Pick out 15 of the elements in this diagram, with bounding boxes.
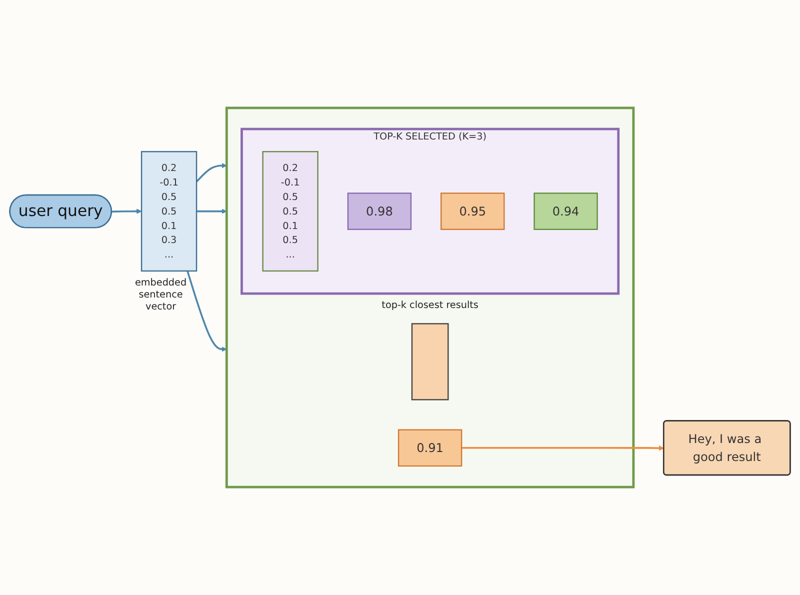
node-box: 0.94 xyxy=(534,192,598,230)
caption-text: top-k closest results xyxy=(382,300,478,312)
arrow xyxy=(196,208,227,214)
arrow xyxy=(186,270,227,352)
arrow xyxy=(196,162,227,182)
node-box: 0.95 xyxy=(440,192,505,230)
caption-text: embedded sentence vector xyxy=(134,277,187,313)
arrow xyxy=(462,445,664,451)
node-bar xyxy=(411,323,449,400)
cluster xyxy=(225,106,635,488)
node-box: 0.98 xyxy=(347,192,412,230)
node-box: 0.2 -0.1 0.5 0.5 0.1 0.3 ... xyxy=(140,151,198,272)
node-box: 0.91 xyxy=(398,429,462,467)
arrow xyxy=(112,208,142,214)
node-box: 0.2 -0.1 0.5 0.5 0.1 0.5 ... xyxy=(262,151,318,272)
